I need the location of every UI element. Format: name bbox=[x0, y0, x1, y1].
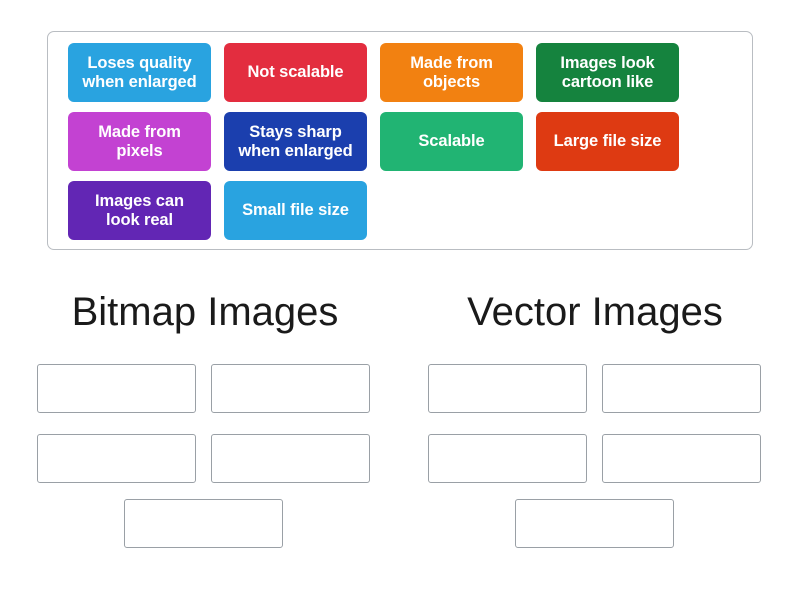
tile-label-line1: Not scalable bbox=[247, 63, 344, 82]
tile-label-line2: when enlarged bbox=[82, 72, 197, 91]
category-heading-bitmap: Bitmap Images bbox=[71, 290, 339, 334]
tile-not-scalable[interactable]: Not scalable bbox=[224, 43, 367, 102]
dropzone-vector-3[interactable] bbox=[428, 434, 587, 483]
tile-label-line1: Stays sharp bbox=[249, 123, 342, 142]
dropzone-bitmap-1[interactable] bbox=[37, 364, 196, 413]
dropzone-bitmap-2[interactable] bbox=[211, 364, 370, 413]
dropzone-bitmap-5[interactable] bbox=[124, 499, 283, 548]
tile-row: Made from pixels Stays sharp when enlarg… bbox=[68, 112, 752, 171]
tile-label-line1: Made from bbox=[410, 54, 493, 73]
tile-label-line2: look real bbox=[106, 210, 173, 229]
tile-images-can-look-real[interactable]: Images can look real bbox=[68, 181, 211, 240]
dropzone-vector-4[interactable] bbox=[602, 434, 761, 483]
dropzone-bitmap-3[interactable] bbox=[37, 434, 196, 483]
dropzone-vector-5[interactable] bbox=[515, 499, 674, 548]
tile-label-line1: Small file size bbox=[242, 201, 349, 220]
tile-made-from-pixels[interactable]: Made from pixels bbox=[68, 112, 211, 171]
tile-large-file-size[interactable]: Large file size bbox=[536, 112, 679, 171]
tile-small-file-size[interactable]: Small file size bbox=[224, 181, 367, 240]
tile-images-look-cartoon-like[interactable]: Images look cartoon like bbox=[536, 43, 679, 102]
dropzone-vector-1[interactable] bbox=[428, 364, 587, 413]
category-heading-vector: Vector Images bbox=[467, 290, 723, 334]
tile-made-from-objects[interactable]: Made from objects bbox=[380, 43, 523, 102]
dropzone-vector-2[interactable] bbox=[602, 364, 761, 413]
tile-label-line1: Large file size bbox=[553, 132, 662, 151]
tile-loses-quality[interactable]: Loses quality when enlarged bbox=[68, 43, 211, 102]
tile-row: Images can look real Small file size bbox=[68, 181, 752, 240]
tile-label-line1: Images can bbox=[95, 192, 184, 211]
tile-label-line2: objects bbox=[422, 72, 481, 91]
tile-bank: Loses quality when enlarged Not scalable… bbox=[47, 31, 753, 250]
dropzone-bitmap-4[interactable] bbox=[211, 434, 370, 483]
tile-label-line2: cartoon like bbox=[561, 72, 654, 91]
tile-label-line1: Scalable bbox=[418, 132, 485, 151]
tile-row: Loses quality when enlarged Not scalable… bbox=[68, 43, 752, 102]
tile-label-line2: pixels bbox=[116, 141, 163, 160]
tile-stays-sharp[interactable]: Stays sharp when enlarged bbox=[224, 112, 367, 171]
tile-label-line1: Made from bbox=[98, 123, 181, 142]
tile-label-line1: Images look bbox=[560, 54, 655, 73]
tile-label-line1: Loses quality bbox=[87, 54, 192, 73]
tile-scalable[interactable]: Scalable bbox=[380, 112, 523, 171]
tile-label-line2: when enlarged bbox=[238, 141, 353, 160]
